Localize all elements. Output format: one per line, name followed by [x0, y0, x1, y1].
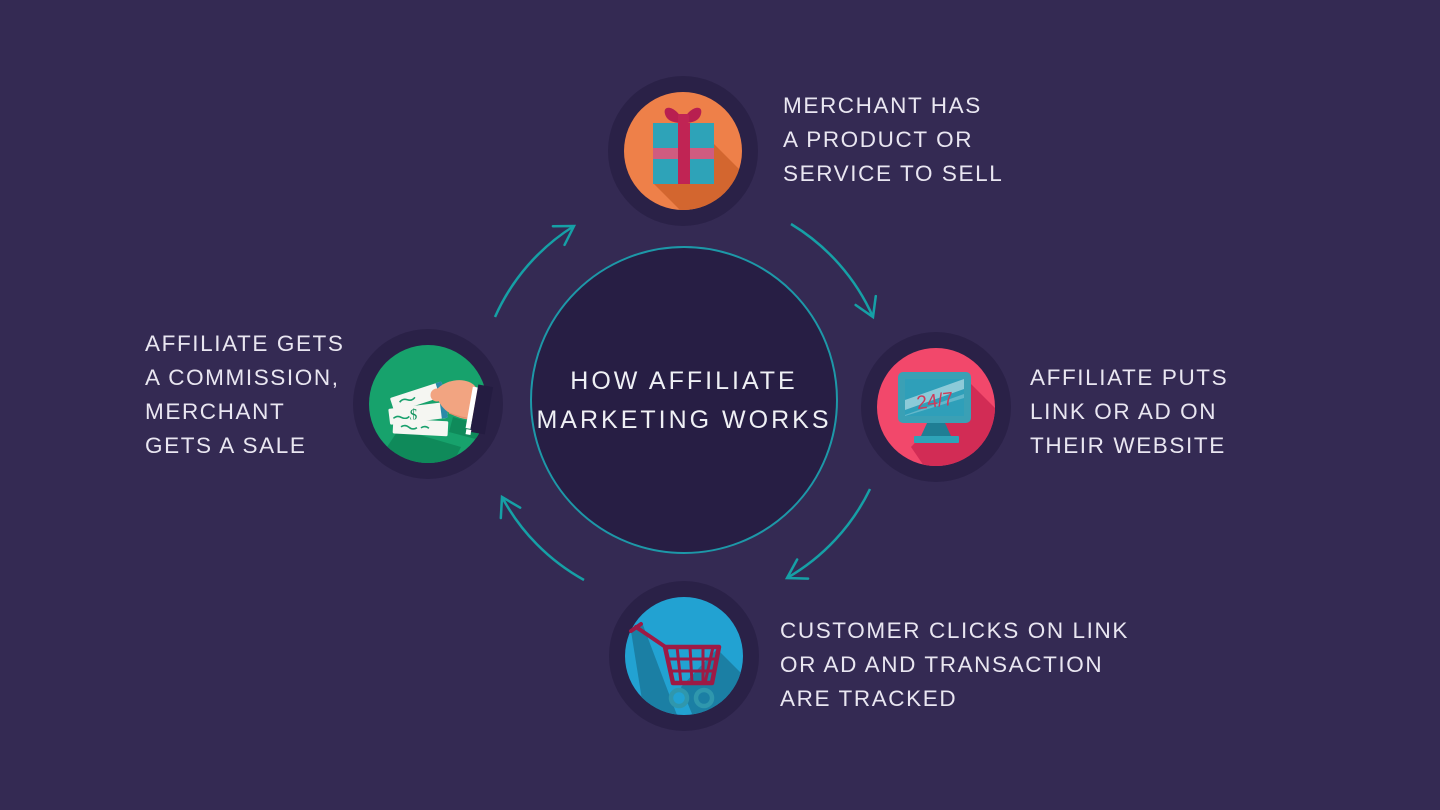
arrow-bottom-right-icon	[784, 488, 872, 580]
shopping-cart-icon	[609, 581, 759, 731]
label-line: OR AD AND TRANSACTION	[780, 652, 1104, 677]
monitor-icon: 24/7	[861, 332, 1011, 482]
step-label-affiliate: AFFILIATE PUTS LINK OR AD ON THEIR WEBSI…	[1030, 361, 1228, 463]
customer-step-badge	[609, 581, 759, 731]
gift-icon	[608, 76, 758, 226]
label-line: A PRODUCT OR	[783, 127, 974, 152]
label-line: AFFILIATE PUTS	[1030, 365, 1229, 390]
page-title: HOW AFFILIATE MARKETING WORKS	[484, 362, 884, 440]
affiliate-step-badge: 24/7	[861, 332, 1011, 482]
label-line: GETS A SALE	[145, 433, 307, 458]
title-line-1: HOW AFFILIATE	[570, 367, 798, 395]
merchant-step-badge	[608, 76, 758, 226]
arrow-top-left-icon	[493, 224, 577, 318]
label-line: MERCHANT	[145, 399, 286, 424]
arrow-bottom-left-icon	[499, 494, 585, 582]
label-line: LINK OR AD ON	[1030, 399, 1218, 424]
label-line: MERCHANT HAS	[783, 93, 982, 118]
label-line: A COMMISSION,	[145, 365, 340, 390]
dollar-sign: $	[408, 407, 418, 425]
money-hand-icon: $	[353, 329, 503, 479]
step-label-customer: CUSTOMER CLICKS ON LINK OR AD AND TRANSA…	[780, 614, 1129, 716]
monitor-screen-text: 24/7	[915, 389, 954, 414]
label-line: AFFILIATE GETS	[145, 331, 345, 356]
step-label-merchant: MERCHANT HAS A PRODUCT OR SERVICE TO SEL…	[783, 89, 1003, 191]
label-line: THEIR WEBSITE	[1030, 433, 1226, 458]
label-line: ARE TRACKED	[780, 686, 958, 711]
label-line: CUSTOMER CLICKS ON LINK	[780, 618, 1129, 643]
commission-step-badge: $	[353, 329, 503, 479]
step-label-commission: AFFILIATE GETS A COMMISSION, MERCHANT GE…	[145, 327, 345, 463]
arrow-top-right-icon	[790, 222, 878, 320]
title-line-2: MARKETING WORKS	[536, 406, 832, 434]
center-circle	[530, 246, 838, 554]
label-line: SERVICE TO SELL	[783, 161, 1004, 186]
